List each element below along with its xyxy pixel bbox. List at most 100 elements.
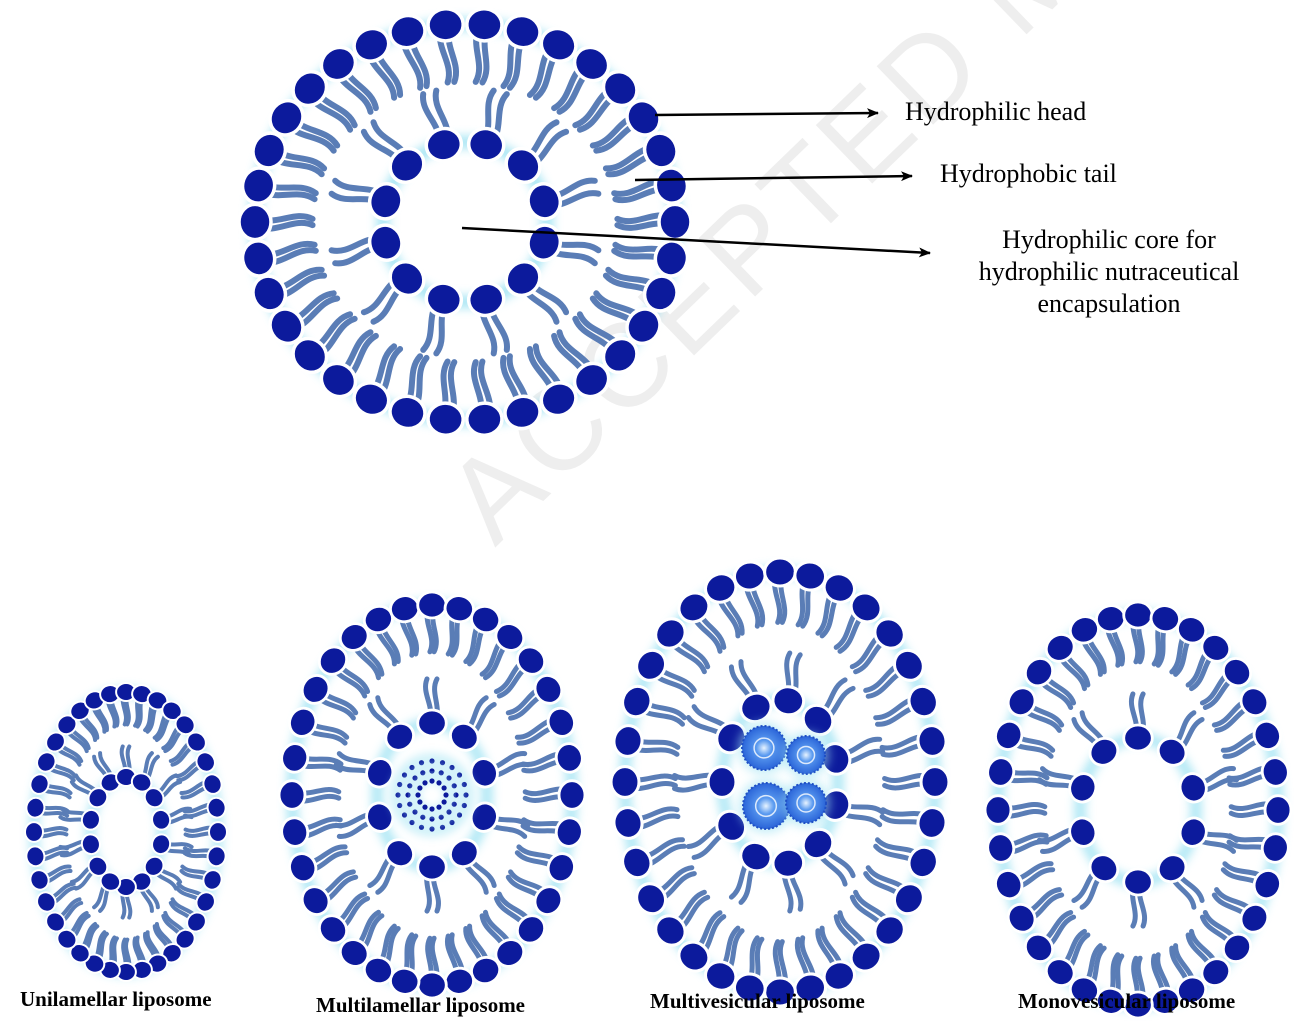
inner-lamella-head bbox=[407, 783, 412, 788]
inner-lamella-head bbox=[412, 775, 417, 780]
hydrophilic-head bbox=[904, 682, 942, 721]
hydrophilic-head bbox=[524, 180, 564, 222]
hydrophilic-head bbox=[465, 402, 503, 437]
monovesicular-label: Monovesicular liposome bbox=[1018, 989, 1235, 1014]
inner-lamella-head bbox=[462, 782, 467, 787]
hydrophilic-head bbox=[1066, 815, 1100, 850]
inner-lamella-head bbox=[457, 812, 462, 817]
inner-lamella-head bbox=[429, 758, 434, 763]
hydrophilic-head bbox=[423, 279, 465, 319]
inner-lamella-head bbox=[457, 772, 462, 777]
inner-lamella-head bbox=[463, 792, 468, 797]
inner-lamella-head bbox=[420, 770, 425, 775]
multilamellar-liposome bbox=[279, 592, 585, 998]
hydrophilic-head bbox=[652, 238, 690, 278]
hydrophilic-head bbox=[423, 125, 465, 165]
inner-lamella-head bbox=[417, 785, 422, 790]
hydrophilic-head bbox=[544, 704, 579, 740]
hydrophilic-head bbox=[279, 816, 310, 849]
core-label-line-2: hydrophilic nutraceutical bbox=[944, 256, 1274, 288]
monovesicular-liposome bbox=[985, 602, 1291, 1018]
hydrophilic-head bbox=[501, 11, 544, 51]
hydrophilic-head bbox=[991, 866, 1026, 902]
hydrophilic-head bbox=[465, 125, 507, 165]
inner-lamella-head bbox=[409, 820, 414, 825]
hydrophilic-head bbox=[427, 402, 465, 437]
inner-lamella-head bbox=[429, 806, 434, 811]
hydrophilic-head bbox=[1176, 770, 1210, 805]
hydrophilic-head bbox=[985, 831, 1016, 864]
inner-lamella-head bbox=[415, 792, 420, 797]
multivesicular-liposome bbox=[611, 558, 949, 1006]
hydrophilic-head bbox=[985, 796, 1011, 825]
head-arrow bbox=[655, 113, 878, 115]
hydrophilic-head bbox=[618, 843, 656, 882]
inner-lamella-head bbox=[449, 820, 454, 825]
multilamellar-label: Multilamellar liposome bbox=[316, 993, 525, 1018]
hydrophilic-head bbox=[915, 723, 948, 759]
hydrophilic-head bbox=[1260, 755, 1291, 788]
inner-lamella-head bbox=[429, 816, 434, 821]
hydrophilic-head bbox=[366, 222, 406, 264]
hydrophilic-head bbox=[201, 772, 225, 797]
core-label-line-1: Hydrophilic core for bbox=[944, 224, 1274, 256]
multivesicular-label: Multivesicular liposome bbox=[650, 989, 865, 1014]
hydrophilic-head bbox=[427, 7, 465, 42]
inner-lamella-head bbox=[420, 815, 425, 820]
hydrophilic-head bbox=[206, 796, 227, 819]
hydrophilic-head bbox=[915, 805, 948, 841]
hydrophilic-head bbox=[25, 845, 46, 868]
hydrophilic-head bbox=[985, 755, 1016, 788]
inner-lamella-head bbox=[462, 803, 467, 808]
inner-vesicle bbox=[786, 783, 826, 823]
hydrophilic-head bbox=[285, 850, 320, 886]
inner-vesicle bbox=[787, 736, 825, 774]
hydrophilic-head bbox=[1260, 831, 1291, 864]
inner-lamella-head bbox=[436, 780, 441, 785]
inner-lamella-head bbox=[402, 772, 407, 777]
hydrophilic-head bbox=[279, 741, 310, 774]
inner-lamella-head bbox=[429, 768, 434, 773]
inner-lamella-head bbox=[405, 792, 410, 797]
hydrophilic-head bbox=[465, 7, 503, 42]
hydrophilic-head bbox=[80, 833, 102, 856]
hydrophilic-head bbox=[209, 822, 227, 842]
unilamellar-label: Unilamellar liposome bbox=[20, 987, 212, 1012]
inner-lamella-head bbox=[449, 765, 454, 770]
unilamellar-liposome bbox=[25, 683, 227, 981]
hydrophilic-head bbox=[418, 592, 447, 618]
hydrophilic-head bbox=[25, 822, 43, 842]
inner-lamella-head bbox=[452, 802, 457, 807]
hydrophilic-head bbox=[501, 392, 544, 432]
inner-lamella-head bbox=[419, 760, 424, 765]
inner-lamella-head bbox=[442, 799, 447, 804]
hydrophilic-head bbox=[708, 767, 736, 798]
hydrophilic-head bbox=[1265, 796, 1291, 825]
inner-lamella-head bbox=[419, 825, 424, 830]
hydrophilic-head bbox=[363, 800, 397, 835]
hydrophilic-head bbox=[611, 767, 639, 798]
hydrophilic-head bbox=[765, 558, 796, 586]
hydrophilic-head bbox=[659, 204, 691, 239]
hydrophilic-head bbox=[386, 392, 429, 432]
hydrophilic-head bbox=[921, 767, 949, 798]
inner-lamella-head bbox=[429, 778, 434, 783]
hydrophilic-head bbox=[554, 741, 585, 774]
inner-lamella-head bbox=[453, 792, 458, 797]
hydrophobic-tail-label: Hydrophobic tail bbox=[940, 158, 1117, 190]
inner-lamella-head bbox=[442, 785, 447, 790]
inner-lamella-head bbox=[412, 809, 417, 814]
hydrophilic-head bbox=[386, 11, 429, 51]
inner-lamella-head bbox=[436, 805, 441, 810]
hydrophilic-head bbox=[418, 854, 447, 880]
hydrophilic-head bbox=[418, 710, 447, 736]
hydrophilic-head bbox=[240, 165, 278, 205]
hydrophilic-head bbox=[239, 204, 271, 239]
hydrophilic-head bbox=[465, 279, 507, 319]
hydrophilic-head bbox=[559, 781, 585, 810]
inner-lamella-head bbox=[440, 760, 445, 765]
inner-lamella-head bbox=[452, 783, 457, 788]
inner-lamella-head bbox=[417, 799, 422, 804]
hydrophilic-head bbox=[206, 845, 227, 868]
